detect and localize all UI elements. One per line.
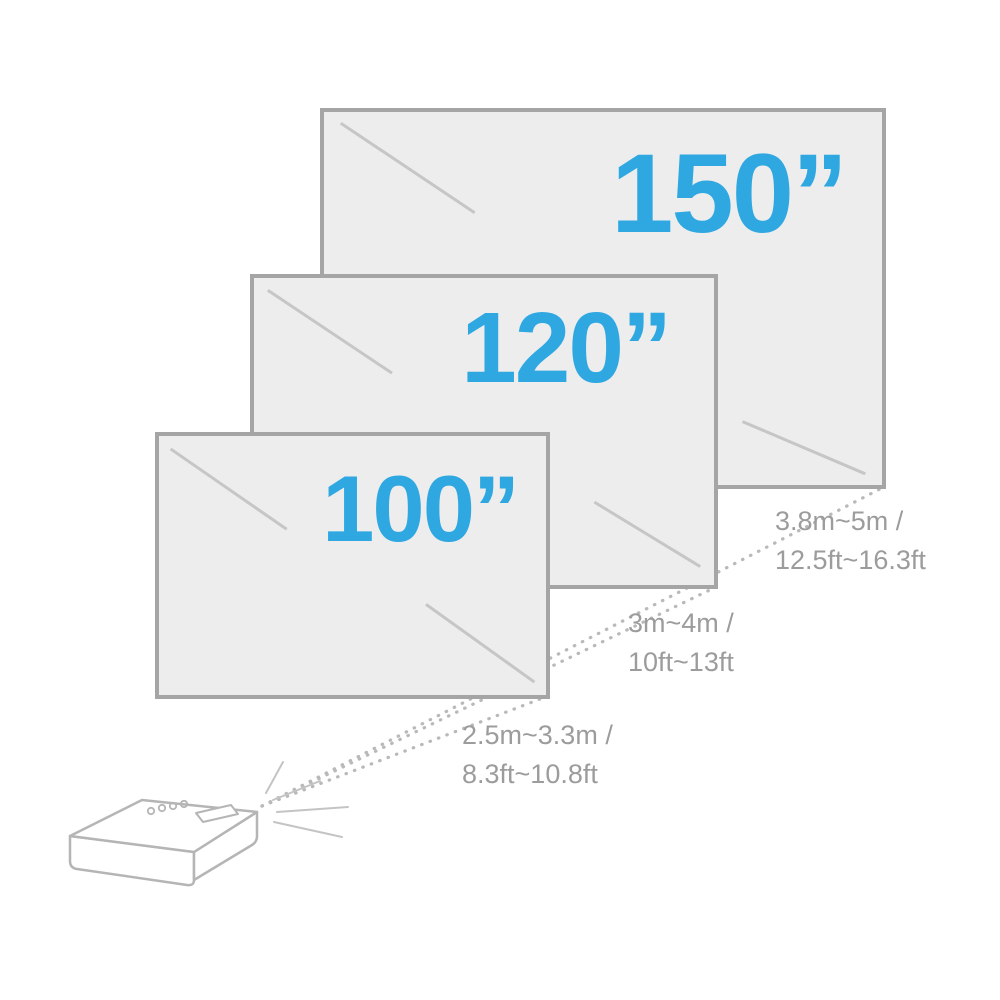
projector-icon xyxy=(68,798,259,887)
throw-line-150 xyxy=(260,485,886,808)
screen-100: 100” xyxy=(155,432,550,699)
distance-label-150: 3.8m~5m / 12.5ft~16.3ft xyxy=(775,502,926,580)
distance-150-imperial: 12.5ft~16.3ft xyxy=(775,545,926,576)
distance-100-imperial: 8.3ft~10.8ft xyxy=(462,759,598,790)
distance-120-imperial: 10ft~13ft xyxy=(628,647,734,678)
projector-vent xyxy=(195,804,239,823)
light-rays xyxy=(265,761,349,838)
distance-150-metric: 3.8m~5m / xyxy=(775,506,904,536)
screen-size-label-120: 120” xyxy=(461,292,672,404)
distance-100-metric: 2.5m~3.3m / xyxy=(462,720,613,750)
screen-size-label-100: 100” xyxy=(322,456,520,561)
projector-buttons xyxy=(146,799,189,816)
throw-line-100 xyxy=(260,694,550,808)
projector-right-face xyxy=(192,810,259,882)
distance-label-120: 3m~4m / 10ft~13ft xyxy=(628,604,734,682)
distance-120-metric: 3m~4m / xyxy=(628,608,734,638)
screen-size-label-150: 150” xyxy=(611,131,848,256)
distance-label-100: 2.5m~3.3m / 8.3ft~10.8ft xyxy=(462,716,613,794)
